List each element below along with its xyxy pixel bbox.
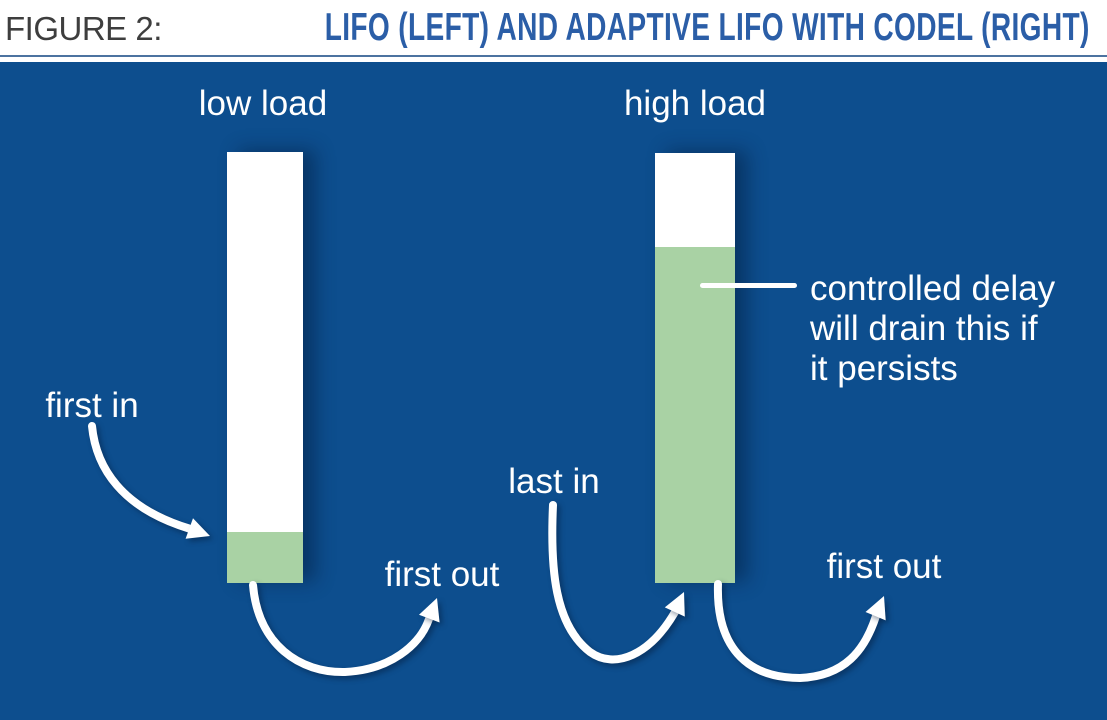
figure-number-label: FIGURE 2: xyxy=(5,10,162,47)
header-divider-rule xyxy=(0,55,1107,57)
callout-line-1: controlled delay xyxy=(810,269,1056,308)
lifo-queue-bar xyxy=(227,152,303,583)
diagram-panel: low load high load controlled delay will… xyxy=(0,62,1107,720)
high-load-label: high load xyxy=(623,84,767,123)
lifo-queue-occupancy xyxy=(227,532,303,583)
callout-connector-line xyxy=(700,283,797,288)
controlled-delay-callout: controlled delay will drain this if it p… xyxy=(810,269,1107,389)
first-out-label-left: first out xyxy=(384,555,500,594)
first-out-arrow-icon-right xyxy=(713,580,886,683)
codel-queue-occupancy xyxy=(655,247,735,583)
codel-queue-bar xyxy=(655,153,735,583)
first-in-arrow-icon xyxy=(88,422,210,539)
callout-line-2: will drain this if xyxy=(810,309,1038,348)
callout-line-3: it persists xyxy=(810,349,958,388)
figure-header: FIGURE 2: LIFO (LEFT) AND ADAPTIVE LIFO … xyxy=(5,4,1107,54)
first-out-arrow-icon-left xyxy=(249,581,440,677)
figure-title: LIFO (LEFT) AND ADAPTIVE LIFO WITH CODEL… xyxy=(324,6,1090,49)
first-out-label-right: first out xyxy=(826,547,942,586)
first-in-label: first in xyxy=(45,386,139,425)
low-load-label: low load xyxy=(198,84,328,123)
last-in-label: last in xyxy=(508,462,600,501)
